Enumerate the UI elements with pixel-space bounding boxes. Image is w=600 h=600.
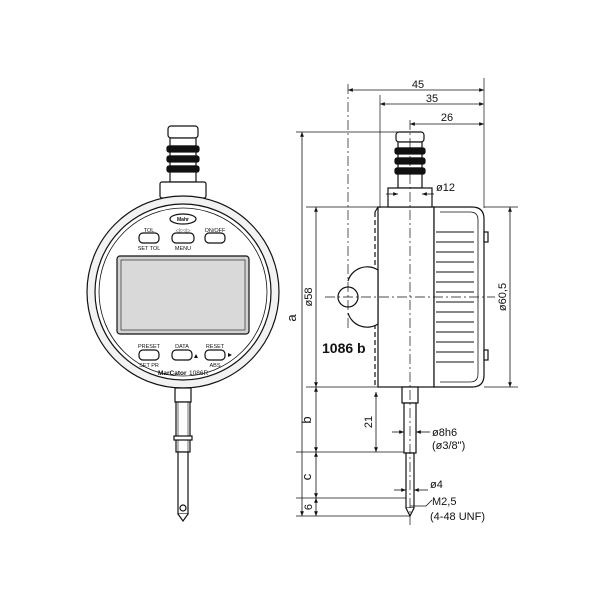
brand-badge <box>169 213 197 225</box>
dim-c: c <box>299 473 314 480</box>
dim-26: 26 <box>441 112 453 124</box>
onoff-button[interactable] <box>204 232 226 244</box>
menu-label: MENU <box>175 246 191 252</box>
dim-unf: (4-48 UNF) <box>430 511 485 523</box>
preset-button[interactable] <box>138 349 160 361</box>
extension-lines <box>296 78 518 517</box>
settol-label: SET TOL <box>138 246 161 252</box>
reset-arrow-icon <box>228 353 232 357</box>
reset-button[interactable] <box>204 349 226 361</box>
setpr-label: SET PR <box>139 363 159 369</box>
dim-35: 35 <box>426 93 438 105</box>
dim-21: 21 <box>363 416 375 428</box>
brand-text: Mahr <box>177 217 189 223</box>
dim-3-8: (ø3/8") <box>432 440 465 452</box>
tol-label: TOL <box>144 228 155 234</box>
dim-4: ø4 <box>430 479 443 491</box>
dim-a: a <box>284 314 299 322</box>
front-stem <box>173 387 193 523</box>
dim-58: ø58 <box>303 288 315 307</box>
onoff-label: ON/OFF <box>205 228 226 234</box>
dim-605: ø60,5 <box>497 283 509 311</box>
data-arrow-icon <box>194 354 198 358</box>
reset-label: RESET <box>206 344 225 350</box>
front-top-cap <box>159 125 207 199</box>
dim-6: 6 <box>303 504 315 510</box>
dim-b: b <box>299 416 314 423</box>
dim-12: ø12 <box>436 182 455 194</box>
model-label: 1086 b <box>322 340 366 356</box>
data-button[interactable] <box>171 349 193 361</box>
dim-8h6: ø8h6 <box>432 427 457 439</box>
dim-45: 45 <box>412 79 424 91</box>
dimension-lines <box>300 88 512 516</box>
menu-button[interactable] <box>171 232 195 244</box>
front-view <box>86 125 280 523</box>
product-name: MarCator <box>158 370 187 377</box>
cover-ribs <box>436 231 474 363</box>
product-model: 1086R <box>189 370 208 377</box>
preset-label: PRESET <box>138 344 161 350</box>
abs-label: ABS <box>209 363 220 369</box>
tol-button[interactable] <box>138 232 160 244</box>
side-view <box>337 131 489 518</box>
dimension-labels: 45 35 26 ø12 ø58 ø60,5 a b c 6 21 ø8h6 (… <box>284 79 509 523</box>
dim-m25: M2,5 <box>432 496 456 508</box>
front-labels: Mahr TOL SET TOL ◁○○▷ MENU ON/OFF PRESET… <box>138 217 226 377</box>
menu-symbol-label: ◁○○▷ <box>175 228 191 234</box>
data-label: DATA <box>175 344 189 350</box>
